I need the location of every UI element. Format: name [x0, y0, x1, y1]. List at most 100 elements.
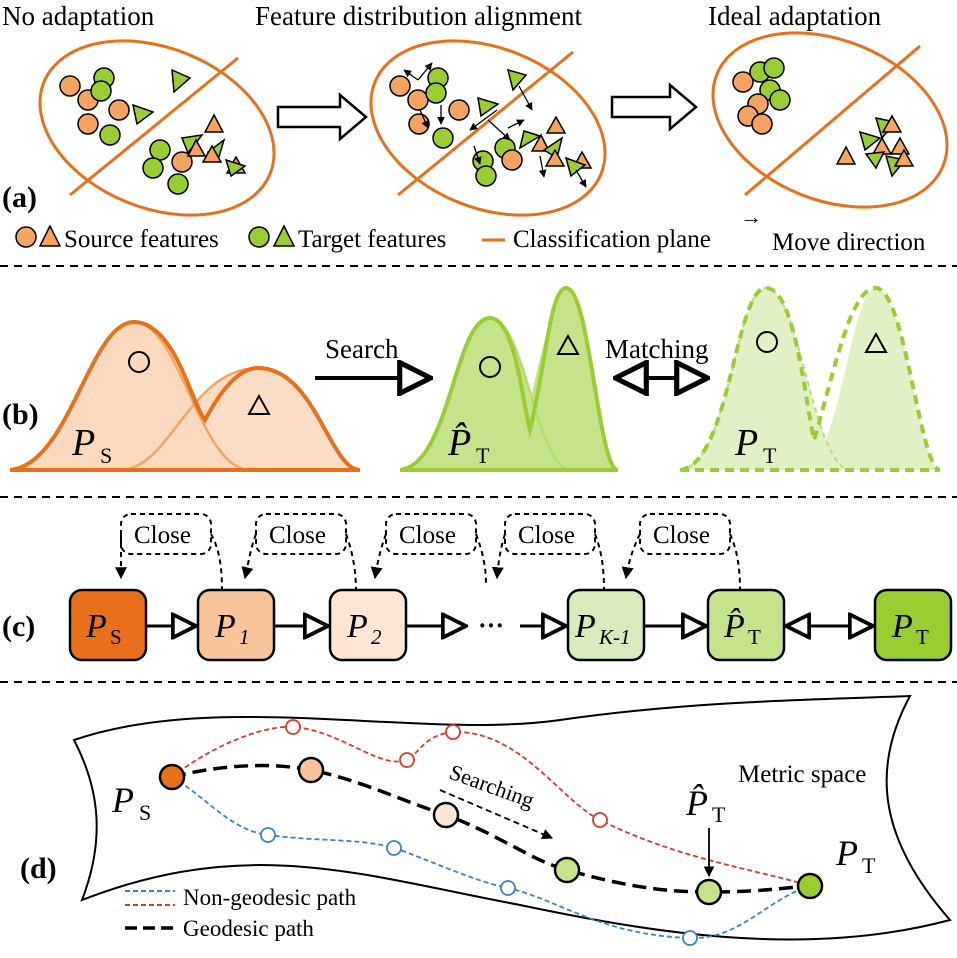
title-feature-alignment: Feature distribution alignment [255, 1, 582, 31]
ellipse-alignment [369, 39, 607, 217]
close-text-4: Close [518, 522, 575, 549]
node-p2 [328, 588, 408, 662]
blue-path-point-4 [682, 930, 698, 946]
ellipse-no-adaptation [38, 39, 276, 217]
legend-d: Non-geodesic path Geodesic path [125, 885, 357, 941]
title-ideal-adaptation: Ideal adaptation [708, 1, 882, 31]
geo-node-pt-hat [695, 878, 723, 906]
red-path-point-3 [445, 724, 461, 740]
legend-arrow-icon: → [740, 204, 762, 229]
label-a: (a) [2, 181, 37, 214]
pt-hat-sub: T [476, 443, 490, 468]
node-pt-main: P [891, 608, 913, 645]
panel-a: No adaptation Feature distribution align… [2, 1, 949, 256]
node-p2-main: P [346, 608, 368, 645]
metric-space-sheet [72, 694, 952, 941]
legend-a: Source features Target features Classifi… [15, 204, 926, 256]
d-pt-hat-sub: T [712, 802, 726, 827]
search-text: Search [325, 334, 399, 364]
chain-ellipsis: ··· [478, 611, 504, 640]
d-pt-sub: T [862, 853, 876, 878]
ps-triangle-icon [247, 393, 271, 415]
close-connector-2b [345, 533, 357, 591]
close-connector-5b [729, 533, 741, 591]
node-ps-main: P [85, 608, 107, 645]
node-pk1-sub: K-1 [598, 625, 631, 649]
close-connector-2 [241, 533, 257, 580]
legend-plane-text: Classification plane [513, 226, 711, 253]
searching-arrow [439, 789, 553, 840]
node-pt-hat-sub: T [748, 625, 761, 649]
pt-distribution: P T [679, 285, 941, 472]
legend-target-text: Target features [298, 226, 446, 253]
pt-triangle-icon [864, 331, 888, 353]
d-pt-label: P [835, 833, 858, 873]
close-text-1: Close [134, 522, 191, 549]
legend-non-geodesic-text: Non-geodesic path [183, 885, 357, 910]
geo-node-1 [297, 756, 325, 784]
node-pt-hat [706, 588, 786, 662]
red-path [171, 725, 811, 887]
red-path-point-1 [285, 719, 301, 735]
node-pt [873, 588, 953, 662]
close-text-5: Close [653, 522, 710, 549]
source-distribution: P S [9, 319, 361, 472]
big-arrow-2 [610, 82, 698, 132]
node-ps [68, 588, 148, 662]
pt-label: P [734, 422, 758, 464]
ellipse-ideal [711, 31, 949, 209]
node-pt-hat-main: P̂ [723, 607, 745, 645]
legend-target-circle-icon [248, 226, 270, 248]
geo-node-ps [158, 763, 186, 791]
big-arrow-1 [276, 92, 368, 142]
blue-path-point-3 [500, 880, 516, 896]
node-p1-sub: 1 [239, 625, 250, 649]
ps-sub: S [100, 443, 112, 468]
pt-hat-label: P̂ [447, 422, 471, 464]
pt-hat-triangle-icon [556, 333, 580, 355]
d-ps-label: P [111, 780, 134, 820]
panel-c: Close Close Close Close Close P S P 1 P [2, 513, 953, 662]
blue-path-point-2 [386, 840, 402, 856]
label-d: (d) [20, 852, 57, 885]
pt-hat-distribution: P̂ T [399, 285, 619, 472]
ps-circle-icon [128, 351, 150, 373]
label-c: (c) [2, 610, 35, 643]
close-text-2: Close [269, 522, 326, 549]
close-connector-1b [210, 533, 223, 591]
close-connector-5 [621, 533, 641, 580]
node-ps-sub: S [110, 625, 122, 649]
legend-source-text: Source features [64, 226, 219, 253]
legend-move-text: Move direction [772, 229, 926, 256]
red-path-point-2 [399, 752, 415, 768]
panel-b: P S Search P̂ T Matching P [2, 285, 941, 472]
node-pk1-main: P [574, 608, 596, 645]
title-no-adaptation: No adaptation [2, 1, 155, 31]
node-p2-sub: 2 [371, 625, 382, 649]
ps-label: P [71, 422, 95, 464]
label-b: (b) [2, 398, 39, 431]
red-path-point-4 [592, 812, 608, 828]
close-connector-4 [491, 533, 506, 580]
close-text-3: Close [399, 522, 456, 549]
panel-d: Metric space Searching [20, 694, 952, 946]
node-p1-main: P [214, 608, 236, 645]
d-ps-sub: S [139, 800, 151, 825]
legend-geodesic-text: Geodesic path [183, 916, 314, 941]
pt-sub: T [763, 443, 777, 468]
geo-node-pt [796, 872, 824, 900]
node-pt-sub: T [916, 625, 929, 649]
geo-node-3 [553, 856, 581, 884]
blue-path-point-1 [260, 827, 276, 843]
close-connector-4b [594, 533, 605, 591]
geo-node-2 [432, 801, 460, 829]
pt-hat-circle-icon [479, 356, 501, 378]
legend-target-triangle-icon [272, 224, 296, 247]
legend-source-triangle-icon [38, 224, 62, 247]
matching-text: Matching [605, 334, 708, 364]
d-pt-hat-label: P̂ [685, 783, 708, 823]
close-connector-3b [475, 533, 487, 586]
close-connector-3 [370, 533, 387, 580]
node-p1 [196, 588, 276, 662]
